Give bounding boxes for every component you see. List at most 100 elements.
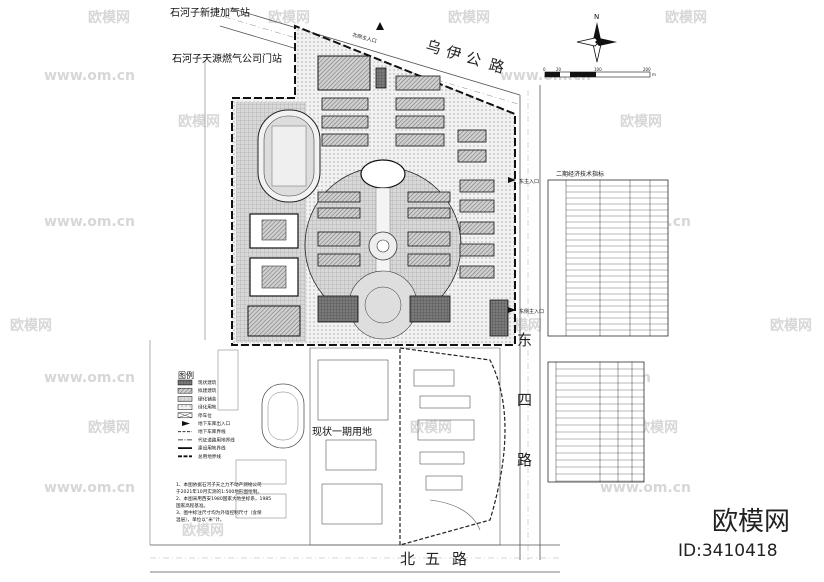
existing-phase-label: 现状一期用地 (312, 425, 372, 438)
entrance-arrow-icon (508, 307, 516, 313)
scale-tick: 100 (594, 67, 602, 72)
north-arrow: N (576, 13, 617, 63)
building (395, 97, 445, 111)
model-id: ID:3410418 (678, 541, 778, 561)
legend: 图例 现状建筑拟建建筑硬化铺装绿化用地停车位地下车库出入口地下车库界线代征道路用… (177, 370, 235, 460)
legend-swatch (177, 387, 193, 394)
watermark-text: 欧模网 (636, 419, 678, 436)
building (395, 115, 445, 129)
legend-label: 地下车库界线 (198, 428, 226, 435)
entrance-label: 北侧主入口 (351, 31, 377, 45)
legend-label: 地下车库出入口 (198, 420, 231, 427)
watermark-text: 欧模网 (178, 113, 220, 130)
north-road-char: 乌 (424, 37, 443, 58)
legend-item: 代征道路用地界线 (178, 436, 235, 443)
building (459, 221, 495, 235)
east-road-char: 路 (517, 451, 532, 469)
east-road-char: 东 (517, 331, 532, 349)
central-plaza (304, 159, 462, 340)
building (317, 295, 359, 323)
scale-tick: 200 (643, 67, 651, 72)
legend-item: 地下车库出入口 (182, 420, 231, 427)
building (317, 253, 361, 267)
building (317, 55, 371, 91)
legend-swatch (177, 412, 193, 418)
building (459, 265, 495, 279)
building (457, 149, 487, 163)
south-road-char: 北 (400, 550, 415, 568)
building (261, 219, 287, 241)
entrance-north-main: 北侧主入口 (351, 22, 384, 45)
legend-item: 建设用地界线 (178, 445, 226, 452)
building (317, 231, 361, 247)
watermark-text: 欧模网 (88, 9, 130, 26)
legend-label: 停车位 (198, 412, 212, 419)
note-line: 温层），单位以“米”计。 (176, 516, 224, 523)
building (249, 257, 299, 297)
building (317, 191, 361, 203)
building (409, 295, 451, 323)
legend-item: 停车位 (177, 412, 212, 419)
building (261, 265, 287, 289)
legend-item: 地下车库界线 (178, 428, 226, 435)
north-road-char: 公 (464, 49, 483, 70)
north-road-char: 路 (487, 56, 506, 77)
watermark-site: www.om.cn (44, 214, 135, 230)
entrance-east-main: 东主入口 (508, 177, 539, 185)
east-road-char: 四 (517, 391, 532, 409)
building (459, 243, 495, 257)
building (489, 299, 509, 337)
legend-label: 建设用地界线 (198, 445, 226, 452)
watermark-text: 欧模网 (448, 9, 490, 26)
watermark-text: 欧模网 (268, 9, 310, 26)
entrance-label: 东侧主入口 (519, 308, 544, 315)
note-line: 国家高程基准。 (176, 502, 208, 509)
building (459, 179, 495, 193)
building (247, 305, 301, 337)
building (407, 253, 451, 267)
legend-swatch (177, 379, 193, 386)
watermark-text: 欧模网 (88, 419, 130, 436)
running-track (257, 109, 321, 203)
gas-company-label: 石河子天源燃气公司门站 (172, 52, 282, 65)
note-line: 1、本图依据石河子天之力不动产测绘公司 (176, 481, 262, 488)
building (395, 133, 445, 147)
legend-item: 拟建建筑 (177, 387, 217, 394)
compass-needle (595, 38, 617, 46)
building (407, 231, 451, 247)
legend-label: 硬化铺装 (198, 395, 217, 402)
scale-tick: 0 (543, 67, 546, 72)
notes: 1、本图依据石河子天之力不动产测绘公司 于2021年10月实测的1:500地形图… (176, 481, 271, 523)
legend-label: 拟建建筑 (198, 387, 217, 394)
tech-table-title: 二期经济技术指标 (556, 170, 604, 178)
building (317, 207, 361, 219)
note-line: 2、本图采用西安1980国家大地坐标系，1985 (176, 495, 271, 502)
south-road-char: 路 (452, 550, 467, 568)
watermark-text: 欧模网 (10, 317, 52, 334)
building (321, 115, 369, 129)
legend-item: 现状建筑 (177, 379, 217, 386)
legend-title: 图例 (178, 370, 194, 380)
watermark-site: www.om.cn (44, 370, 135, 386)
entrance-arrow-icon (508, 177, 516, 183)
building (375, 67, 387, 89)
south-road: 北 五 路 (150, 544, 560, 573)
building (407, 207, 451, 219)
legend-label: 绿化用地 (198, 404, 217, 411)
scale-unit: m (652, 72, 656, 77)
entrance-label: 东主入口 (519, 178, 539, 185)
north-road-char: 伊 (444, 43, 463, 64)
watermark-text: 欧模网 (410, 419, 452, 436)
entrance-east-second: 东侧主入口 (508, 307, 544, 315)
note-line: 于2021年10月实测的1:500地形图绘制。 (176, 488, 262, 495)
building (395, 75, 441, 91)
building (407, 191, 451, 203)
west-existing-area (217, 349, 305, 519)
building (321, 133, 369, 147)
scale-bar: 0 20 100 200 m (543, 67, 656, 78)
legend-label: 现状建筑 (198, 379, 217, 386)
watermark-text: 欧模网 (620, 113, 662, 130)
station-label: 石河子新捷加气站 (170, 6, 250, 19)
